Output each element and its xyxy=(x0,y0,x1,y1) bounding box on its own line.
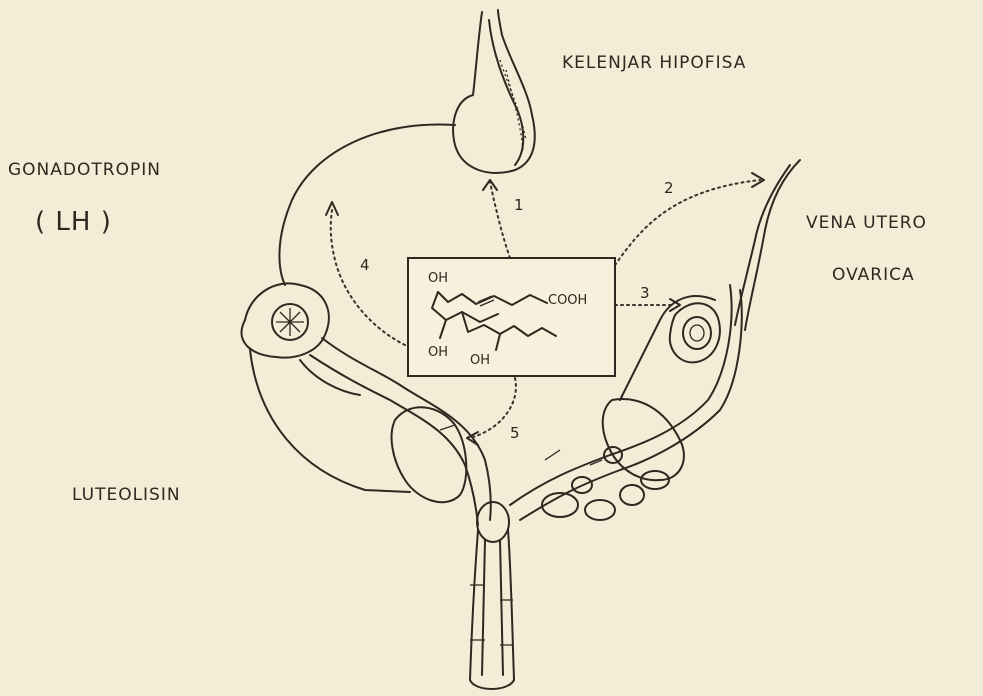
kelenjar-hipofisa-label: KELENJAR HIPOFISA xyxy=(562,53,746,73)
oh-bottom-right-label: OH xyxy=(470,353,490,368)
prostaglandin-molecule: OH COOH OH OH xyxy=(408,258,615,376)
step-3-label: 3 xyxy=(640,284,650,302)
arrow-1 xyxy=(483,180,510,258)
oh-top-label: OH xyxy=(428,271,448,286)
oh-bottom-left-label: OH xyxy=(428,345,448,360)
luteolisin-line xyxy=(250,350,410,492)
pituitary-gland xyxy=(453,10,535,173)
arrow-5 xyxy=(467,378,516,445)
vena-utero-label: VENA UTERO xyxy=(806,213,927,233)
lh-label: ( LH ) xyxy=(35,207,112,237)
vena-utero-ovarica xyxy=(735,160,800,330)
ovarica-label: OVARICA xyxy=(832,265,915,285)
gonadotropin-label: GONADOTROPIN xyxy=(8,160,161,180)
step-1-label: 1 xyxy=(514,196,524,214)
arrow-2 xyxy=(615,173,764,265)
step-4-label: 4 xyxy=(360,256,370,274)
step-2-label: 2 xyxy=(664,179,674,197)
cooh-label: COOH xyxy=(548,293,587,308)
step-5-label: 5 xyxy=(510,424,520,442)
luteolisin-label: LUTEOLISIN xyxy=(72,485,181,505)
